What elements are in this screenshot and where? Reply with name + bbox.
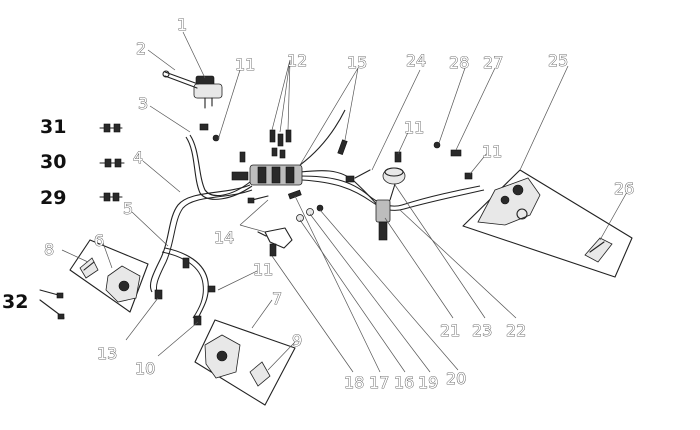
nut-20: [316, 204, 324, 212]
callout-7: 7: [272, 289, 282, 308]
bracket-and-hardware: [247, 189, 324, 257]
brake-pad-26: [584, 237, 613, 263]
callout-13: 13: [97, 344, 117, 363]
callout-5: 5: [123, 199, 133, 218]
panel-6-outline: [69, 239, 149, 313]
left-fittings: [39, 123, 125, 320]
callout-32: 32: [2, 291, 28, 313]
callout-28: 28: [449, 53, 469, 72]
callout-6: 6: [94, 231, 104, 250]
brake-hose-top: [299, 109, 346, 166]
fitting-24: [354, 169, 371, 179]
callout-29: 29: [40, 187, 66, 209]
callout-18: 18: [344, 373, 364, 392]
seal-28: [433, 141, 441, 149]
callout-12: 12: [287, 51, 307, 70]
callout-19: 19: [418, 373, 438, 392]
washer-19: [306, 208, 314, 216]
bolt-18: [269, 243, 277, 257]
bolt-11-right: [394, 151, 402, 163]
brake-hose-4-inner: [155, 189, 253, 295]
washer-16: [296, 214, 304, 222]
brake-hoses: [149, 109, 485, 319]
leader-lines: [61, 31, 628, 373]
pin-14: [251, 195, 269, 201]
mounting-bracket: [264, 227, 293, 249]
lower-hose-fittings: [154, 257, 202, 326]
callout-10: 10: [135, 359, 155, 378]
brake-pad-8: [79, 257, 99, 279]
callout-16: 16: [394, 373, 414, 392]
brake-hose-3: [189, 134, 251, 197]
brake-pad-9: [249, 361, 271, 387]
brake-hose-21: [299, 170, 386, 216]
front-left-caliper-panel: [69, 239, 149, 313]
callout-21: 21: [440, 321, 460, 340]
callout-30: 30: [40, 151, 66, 173]
front-right-caliper-panel: [194, 319, 296, 406]
callout-24: 24: [406, 51, 426, 70]
callout-8: 8: [44, 240, 54, 259]
brake-lever: [164, 71, 199, 85]
callout-20: 20: [446, 369, 466, 388]
rear-master-cylinder: [375, 167, 406, 241]
master-cylinder-housing: [193, 83, 223, 99]
callout-3: 3: [138, 94, 148, 113]
rear-caliper-panel: [462, 169, 633, 278]
callout-14: 14: [214, 228, 234, 247]
bleeder-screw: [269, 129, 276, 143]
callout-11-upper: 11: [235, 55, 255, 74]
brake-hose-5: [164, 247, 209, 319]
fitting-13: [154, 289, 163, 300]
callout-4: 4: [133, 148, 143, 167]
callout-numbers: 1 2 3 4 5 6 7 8 9 10 11 11 11 11 12 13 1…: [2, 15, 635, 393]
brake-hose-5-inner: [161, 251, 204, 319]
callout-25: 25: [548, 51, 568, 70]
master-cylinder-assembly: [162, 70, 223, 109]
fitting-10: [193, 315, 202, 326]
callout-23: 23: [472, 321, 492, 340]
callout-26: 26: [614, 179, 634, 198]
callout-2: 2: [136, 39, 146, 58]
callout-22: 22: [506, 321, 526, 340]
callout-15: 15: [347, 53, 367, 72]
small-fittings: [199, 123, 473, 293]
clip-17: [287, 189, 302, 200]
callout-27: 27: [483, 53, 503, 72]
bolt-11-upper: [199, 123, 209, 131]
bolt-11-far: [464, 172, 473, 180]
callout-9: 9: [292, 331, 302, 350]
callout-11-lower: 11: [253, 260, 273, 279]
panel-7-outline: [194, 319, 296, 406]
brake-hose-3-inner: [185, 136, 253, 200]
callout-11-far: 11: [482, 142, 502, 161]
brake-manifold: [231, 129, 303, 186]
callout-1: 1: [177, 15, 187, 34]
rear-cylinder-body: [375, 199, 391, 223]
brake-hose-4: [149, 184, 251, 293]
screw-27: [450, 149, 462, 157]
callout-11-right: 11: [404, 118, 424, 137]
fitting-15: [337, 139, 348, 155]
bolt-11-lower: [207, 285, 216, 293]
callout-17: 17: [369, 373, 389, 392]
callout-31: 31: [40, 116, 66, 138]
